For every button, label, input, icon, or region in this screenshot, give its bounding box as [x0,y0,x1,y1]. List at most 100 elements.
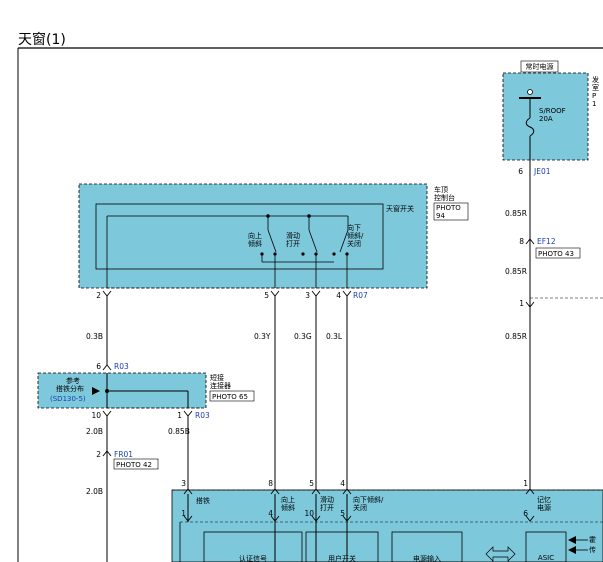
r03-top-pin-icon [102,364,112,371]
hall-input-arrow-1-icon [568,536,576,544]
overhead-console: 车顶 控制台 PHOTO 94 天窗开关 向上 倾斜 滑动 [78,183,469,289]
fuse-terminal-code: JE01 [533,167,551,176]
r03-top-code: R03 [114,362,129,371]
fuse-terminal-pin: 6 [518,167,523,176]
fuse-rating: 20A [539,115,553,123]
fr01-photo: PHOTO 42 [116,461,152,469]
module-pin-4-icon [342,488,352,495]
sw3-label-3: 关闭 [347,239,361,248]
inline-connector-icon [525,301,535,308]
console-pin-5: 5 [264,291,269,300]
inner-box-power-input-label: 电源输入 [413,554,441,562]
fuse-side-4: 1 [592,100,596,108]
r03-top-pin: 6 [96,362,101,371]
fuse-block-box [502,72,589,161]
short-conn-label-1: 短接 [210,373,224,382]
fuse-side-2: 室 [592,83,599,92]
ef12-pin: 8 [519,237,524,246]
module-pin-3-icon [183,488,193,495]
ef12-code: EF12 [537,237,556,246]
fr01-photo-box [113,458,159,470]
label-close: 关闭 [353,503,367,512]
fuse-header-box [520,60,559,73]
fr01-code: FR01 [114,450,133,459]
hall-label-1: 霍 [589,536,596,544]
switch-name: 天窗开关 [386,204,414,213]
ground-ref-code: (SD130-5) [50,395,86,403]
fuse-side-1: 发 [592,75,599,84]
console-pin-5-icon [270,290,280,297]
sw2-blade [308,229,318,253]
wire-label-20b-a: 2.0B [86,427,103,436]
module-top-pin-8: 8 [268,479,273,488]
wire-label-03b: 0.3B [86,332,103,341]
module-pin-1-icon [525,488,535,495]
wire-right-seg2: 0.85R [505,267,527,276]
console-pin-4-icon [342,290,352,297]
inner-box-power-input [391,531,463,562]
wire-right-seg3: 0.85R [505,332,527,341]
bus-point-icon [527,89,533,95]
sw2-label-1: 滑动 [286,231,300,240]
sunroof-module: 3 8 5 4 1 1 4 10 5 6 搭铁 向上 倾斜 滑动 打开 向下倾斜… [171,479,603,562]
connector-ef12-icon [525,238,535,245]
bidirectional-arrow-icon [485,546,516,562]
module-inner-pin-6: 6 [523,509,528,518]
wire-label-03g: 0.3G [294,332,312,341]
inline-pin: 1 [519,299,524,308]
module-pin-8-icon [270,488,280,495]
sunroof-switch-box [95,203,384,270]
inner-box-user-switch-label: 用户开关 [328,554,356,562]
module-top-pin-1: 1 [523,479,528,488]
short-pin-10: 10 [91,411,101,420]
wire-label-03y: 0.3Y [254,332,271,341]
fuse-icon [525,117,535,137]
short-pin-10-icon [102,410,112,417]
module-top-pin-3: 3 [181,479,186,488]
inner-box-auth [203,531,303,562]
asic-label: ASIC [538,554,554,562]
sw1-label-2: 倾斜 [248,239,262,248]
console-pin-4: 4 [336,291,341,300]
short-pin-1: 1 [177,411,182,420]
label-ground: 搭铁 [196,496,210,505]
label-memory-2: 电源 [537,503,551,512]
wire-label-20b-b: 2.0B [86,487,103,496]
module-inner-pin-10: 10 [304,509,314,518]
sw3-label-2: 倾斜/ [347,231,364,240]
module-inner-pin-1: 1 [181,509,186,518]
fr01-pin-icon [102,450,112,457]
module-inner-pin-4: 4 [268,509,273,518]
asic-box [525,531,567,562]
console-photo-2: 94 [436,212,445,220]
wire-label-085b: 0.85B [168,427,190,436]
sw1-blade [267,229,277,253]
fuse-name: S/ROOF [539,107,566,115]
module-inner-pin-5: 5 [340,509,345,518]
ground-ref-2: 搭铁分布 [56,384,84,393]
console-pin-2-icon [102,290,112,297]
module-top-pin-5: 5 [309,479,314,488]
label-slide-2: 打开 [320,503,334,512]
sw2-label-2: 打开 [286,239,300,248]
sw3-blade [339,229,349,253]
ground-ref-1: 参考 [66,376,80,385]
sw3-label-1: 向下 [347,223,361,232]
short-pin-1-icon [183,410,193,417]
short-bottom-code: R03 [195,411,210,420]
label-tilt-down: 向下倾斜/ [353,495,384,504]
ref-arrow-icon [92,387,100,395]
console-pin-3-icon [311,290,321,297]
console-photo-box [433,202,469,221]
sw1-label-1: 向上 [248,231,262,240]
fuse-header: 常时电源 [526,62,554,71]
label-memory-1: 记忆 [537,495,551,504]
hall-label-2: 传 [589,545,596,554]
short-photo: PHOTO 65 [212,393,248,401]
label-tilt-up-2: 倾斜 [281,503,295,512]
label-slide-1: 滑动 [320,495,334,504]
console-pin-2: 2 [96,291,101,300]
module-pin-5-icon [311,488,321,495]
